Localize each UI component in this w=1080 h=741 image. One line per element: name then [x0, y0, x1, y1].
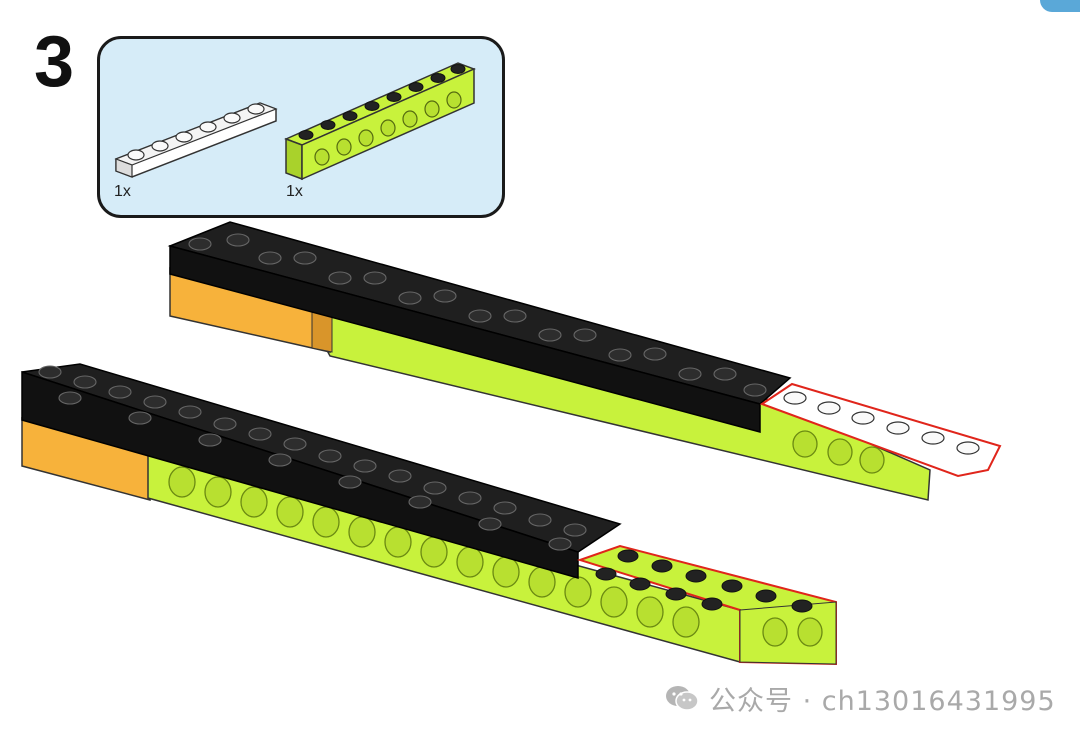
lower-new-lime-beam	[576, 544, 837, 666]
watermark-text: 公众号 · ch13016431995	[709, 685, 1056, 717]
upper-new-white-plate	[759, 382, 1002, 478]
parts-callout: 1x 1x	[97, 36, 505, 218]
white-plate-quantity: 1x	[114, 183, 131, 200]
lime-beam-quantity: 1x	[286, 183, 303, 200]
corner-accent	[1040, 0, 1080, 12]
lime-beam-part	[284, 62, 476, 181]
parts-illustration	[114, 62, 476, 181]
upper-assembly	[167, 221, 1002, 501]
white-plate-part	[114, 102, 278, 178]
watermark: 公众号 · ch13016431995	[665, 678, 1056, 718]
lower-assembly	[21, 363, 837, 666]
step-number: 3	[34, 22, 75, 102]
wechat-icon	[666, 686, 699, 711]
